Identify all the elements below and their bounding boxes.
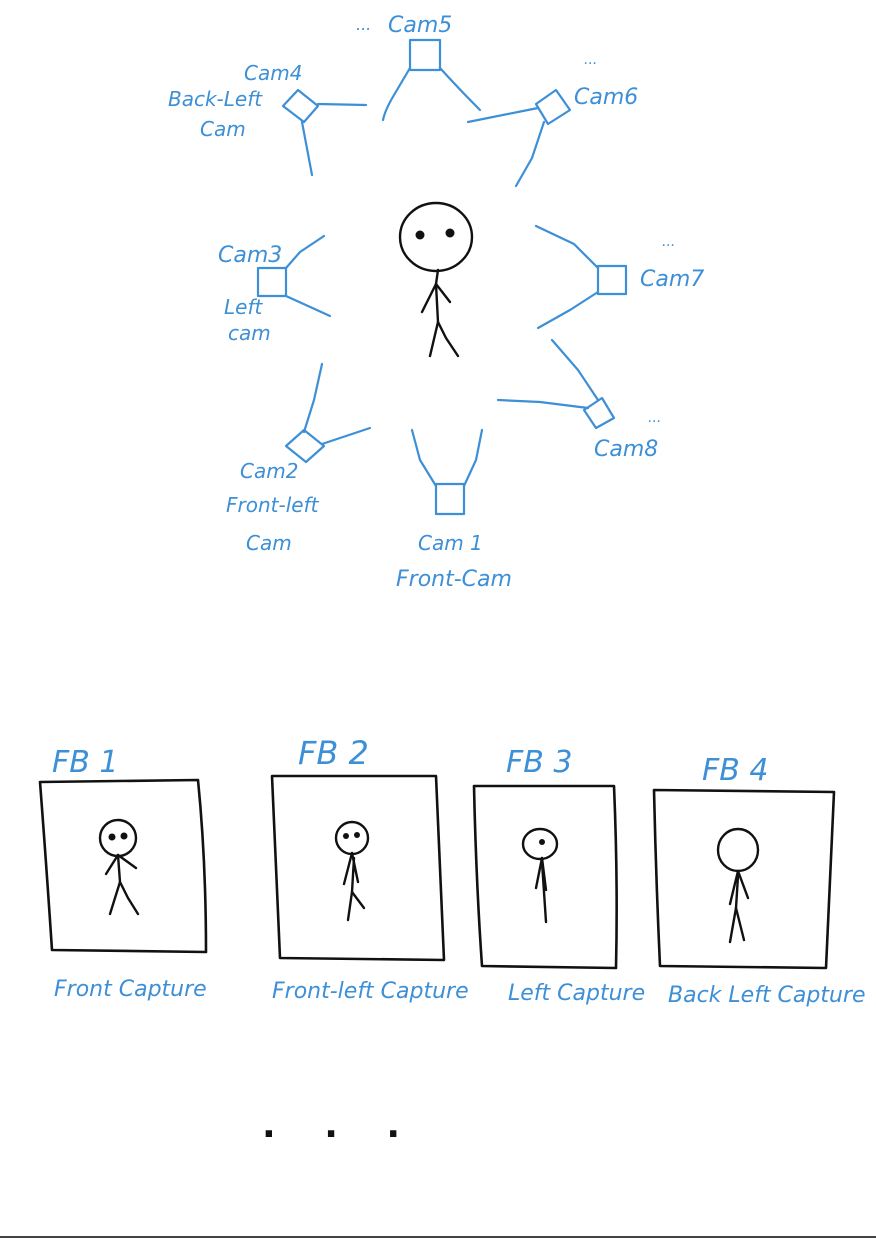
fb4-stick-figure — [716, 827, 760, 944]
camera-6: ... Cam6 — [466, 52, 638, 188]
bottom-divider — [0, 1236, 876, 1238]
cam4-label: Cam4 — [244, 61, 302, 85]
cam7-label: Cam7 — [640, 267, 704, 292]
camera-2: Cam2 Front-left Cam — [226, 362, 372, 555]
cam8-label: Cam8 — [594, 437, 658, 462]
fb1-title: FB 1 — [52, 745, 118, 780]
subject-stick-figure — [398, 201, 474, 358]
cam5-ellipsis: ... — [356, 15, 371, 34]
fb1-stick-figure — [98, 818, 140, 916]
cam3-role-line2: cam — [228, 321, 271, 345]
camera-5: ... Cam5 — [356, 13, 482, 122]
camera-1: Cam 1 Front-Cam — [396, 428, 512, 592]
fb3-caption: Left Capture — [508, 981, 645, 1006]
cam6-ellipsis: ... — [584, 52, 597, 68]
camera-4: Cam4 Back-Left Cam — [168, 61, 368, 177]
fb2-stick-figure — [334, 820, 370, 922]
frame-fb4: FB 4 Back Left Capture — [652, 753, 866, 1008]
fb1-caption: Front Capture — [54, 977, 207, 1002]
frame-fb3: FB 3 Left Capture — [472, 745, 645, 1006]
cam4-role-line1: Back-Left — [168, 87, 263, 111]
cam8-ellipsis: ... — [648, 410, 661, 426]
fb4-caption: Back Left Capture — [668, 983, 866, 1008]
fb2-caption: Front-left Capture — [272, 979, 469, 1004]
cam2-role-line2: Cam — [246, 531, 292, 555]
fb4-title: FB 4 — [702, 753, 768, 788]
cam4-role-line2: Cam — [200, 117, 246, 141]
fb3-title: FB 3 — [506, 745, 572, 780]
camera-8: ... Cam8 — [496, 338, 661, 462]
cam6-label: Cam6 — [574, 85, 638, 110]
cam2-role-line1: Front-left — [226, 493, 320, 517]
frame-fb1: FB 1 Front Capture — [38, 745, 208, 1002]
cam3-role-line1: Left — [224, 295, 263, 319]
cam1-role: Front-Cam — [396, 567, 512, 592]
cam3-label: Cam3 — [218, 243, 282, 268]
cam2-label: Cam2 — [240, 459, 298, 483]
continuation-ellipsis: · · · — [262, 1114, 418, 1155]
frame-fb2: FB 2 Front-left Capture — [270, 734, 469, 1004]
fb2-title: FB 2 — [298, 734, 369, 772]
camera-3: Cam3 Left cam — [218, 234, 332, 345]
cam7-ellipsis: ... — [662, 234, 675, 250]
cam5-label: Cam5 — [388, 13, 452, 38]
camera-7: ... Cam7 — [534, 224, 704, 330]
fb3-stick-figure — [521, 827, 559, 924]
cam1-label: Cam 1 — [418, 531, 483, 555]
